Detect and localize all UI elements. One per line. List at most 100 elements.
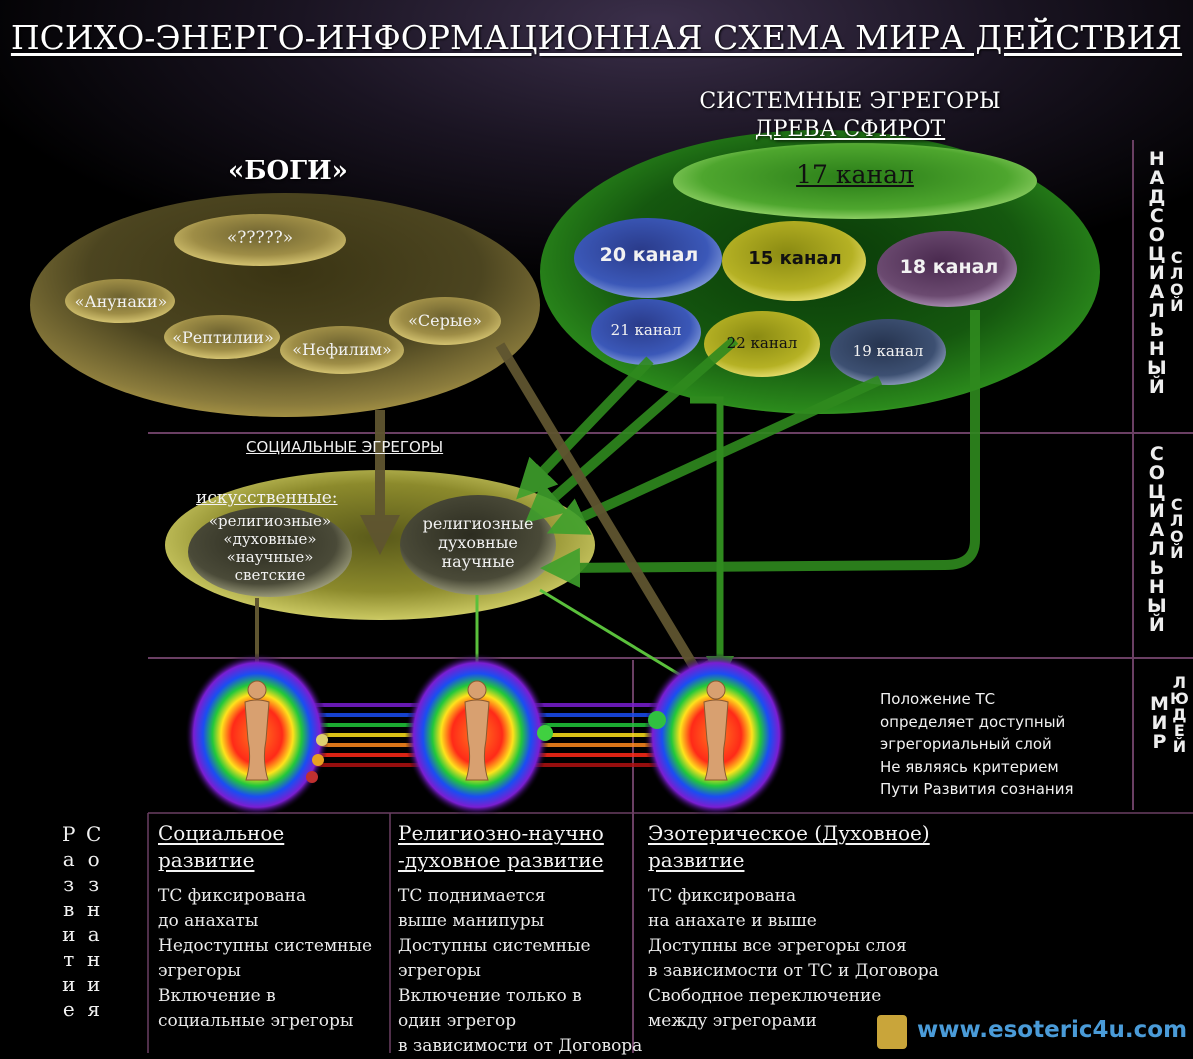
vertical-letter: Л [1148, 300, 1165, 322]
vertical-letter: И [1148, 500, 1165, 522]
vertical-letter: С [86, 822, 102, 846]
channel-19-label: 19 канал [852, 342, 924, 360]
column-heading: развитие [158, 848, 255, 872]
vertical-letter: Е [1173, 721, 1185, 740]
vertical-letter: Ц [1148, 243, 1166, 265]
vertical-letter: Н [1148, 576, 1165, 598]
vertical-letter: а [62, 847, 75, 871]
arrow-c21-to-social [516, 356, 654, 500]
column-line: выше манипуры [398, 911, 545, 931]
column-line: Недоступны системные [158, 936, 373, 956]
column-line: эгрегоры [398, 961, 481, 981]
channel-19-pill [830, 319, 946, 385]
column-line: эгрегоры [158, 961, 241, 981]
vertical-letter: Ь [1149, 319, 1165, 341]
anunnaki-label: «Анунаки» [74, 292, 168, 311]
artificial-label: искусственные: [196, 488, 338, 508]
system-heading-line2: ДРЕВА СФИРОТ [754, 117, 946, 142]
column-heading: -духовное развитие [398, 848, 604, 872]
person-figure-social [244, 680, 270, 781]
channel-22-pill [704, 311, 820, 377]
column-esoteric: Эзотерическое (Духовное) развитие ТС фик… [648, 820, 939, 1034]
vertical-letter: Ц [1148, 481, 1166, 503]
greys-label: «Серые» [408, 311, 482, 330]
gods-heading: «БОГИ» [228, 156, 348, 186]
vertical-letter: Й [1172, 737, 1187, 756]
column-heading: развитие [648, 848, 745, 872]
channel-21-pill [591, 299, 701, 365]
column-line: ТС фиксирована [158, 886, 307, 906]
channel-20-label: 20 канал [599, 244, 699, 266]
vertical-letter: А [1149, 281, 1165, 303]
vertical-letter: О [1148, 462, 1165, 484]
artificial-item: «научные» [226, 548, 314, 566]
tc-note-line: Пути Развития сознания [880, 780, 1074, 798]
vertical-letter: М [1150, 693, 1169, 715]
vertical-letter: Й [1170, 296, 1184, 315]
person-figure-esoteric [703, 680, 729, 781]
artificial-egregors-pill [188, 507, 352, 597]
real-item: научные [441, 552, 515, 571]
watermark-link[interactable]: www.esoteric4u.com [917, 1017, 1188, 1043]
arrow-c18-to-social [540, 310, 980, 588]
page-title: ПСИХО-ЭНЕРГО-ИНФОРМАЦИОННАЯ СХЕМА МИРА Д… [10, 18, 1183, 57]
column-social: Социальное развитие ТС фиксирована до ан… [158, 820, 372, 1034]
vertical-letter: Н [1148, 338, 1165, 360]
vertical-letter: С [1170, 495, 1183, 514]
social-heading: СОЦИАЛЬНЫЕ ЭГРЕГОРЫ [246, 438, 444, 456]
reptilians-pill [164, 315, 280, 359]
vertical-letter: а [87, 922, 100, 946]
vertical-letter: в [63, 897, 75, 921]
vertical-letter: Р [62, 822, 76, 846]
assemblage-point-1a [316, 734, 328, 746]
vertical-letter: С [1149, 443, 1164, 465]
system-heading-line1: СИСТЕМНЫЕ ЭГРЕГОРЫ [699, 89, 1001, 114]
column-line: Включение только в [398, 986, 582, 1006]
real-item: духовные [438, 533, 518, 552]
column-line: ТС фиксирована [648, 886, 797, 906]
artificial-item: «религиозные» [208, 512, 332, 530]
vertical-letter: и [62, 922, 76, 946]
vertical-letter: А [1149, 519, 1165, 541]
vertical-letter: Л [1170, 511, 1184, 530]
vertical-letter: Ю [1170, 689, 1189, 708]
vertical-letter: н [86, 897, 101, 921]
artificial-item: светские [234, 566, 306, 584]
column-line: между эгрегорами [648, 1011, 817, 1031]
tc-note-line: эгрегориальный слой [880, 735, 1052, 753]
arrow-gods-to-esoteric [495, 342, 716, 703]
vertical-letter: Л [1172, 673, 1187, 692]
reptilians-label: «Рептилии» [172, 328, 274, 347]
channel-18-label: 18 канал [899, 256, 999, 278]
channel-15-pill [722, 221, 866, 301]
vertical-letter: о [87, 847, 100, 871]
column-line: социальные эгрегоры [158, 1011, 354, 1031]
column-line: до анахаты [158, 911, 259, 931]
vertical-letter: т [63, 947, 75, 971]
vertical-letter: Ы [1147, 357, 1167, 379]
vertical-letter: з [88, 872, 100, 896]
vertical-letter: О [1170, 527, 1184, 546]
column-heading: Религиозно-научно [398, 821, 604, 845]
vertical-letter: з [63, 872, 75, 896]
column-religious: Религиозно-научно -духовное развитие ТС … [398, 820, 642, 1059]
real-egregors-pill [400, 495, 556, 595]
anunnaki-pill [65, 279, 175, 323]
vertical-letter: и [62, 972, 76, 996]
vertical-letter: Д [1148, 186, 1166, 208]
vertical-letter: О [1170, 280, 1184, 299]
column-line: ТС поднимается [398, 886, 546, 906]
artificial-item: «духовные» [223, 530, 317, 548]
arrow-c17-to-esoteric [690, 396, 734, 684]
vertical-letter: Й [1148, 376, 1165, 398]
column-line: на анахате и выше [648, 911, 817, 931]
gods-center-label: «?????» [226, 228, 294, 248]
vertical-letter: А [1149, 167, 1165, 189]
